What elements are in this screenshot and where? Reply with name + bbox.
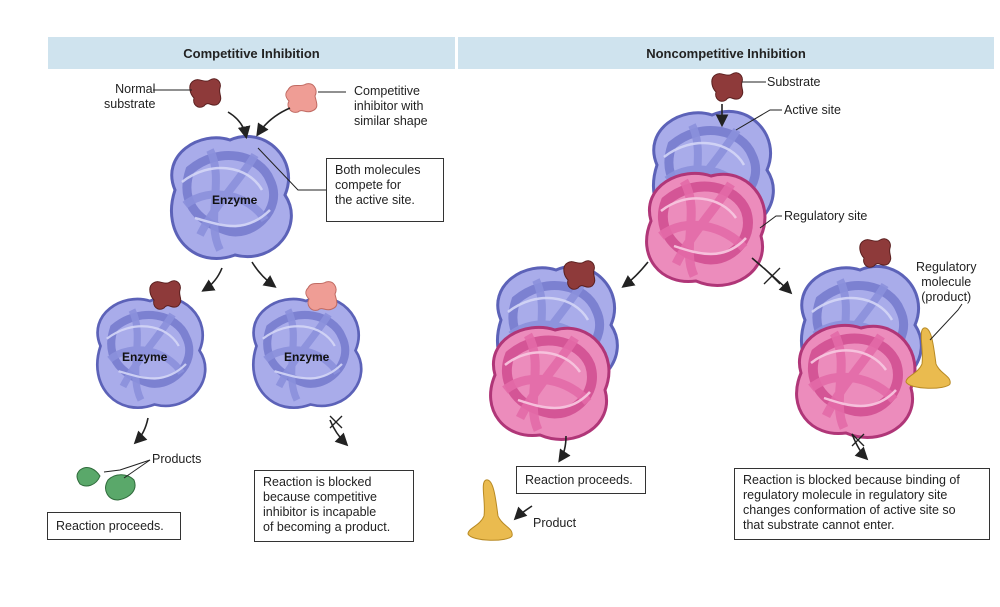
substrate-label: Substrate (767, 75, 821, 89)
normal-substrate-line-1: Normal (115, 82, 156, 96)
noncompetitive-blocked-line-1: Reaction is blocked because binding of (743, 473, 960, 487)
compete-box-line-3: the active site. (335, 193, 415, 207)
regulatory-molecule-label: Regulatory molecule (product) (916, 260, 976, 305)
regulatory-molecule-line-3: (product) (921, 290, 972, 304)
noncompetitive-blocked-box: Reaction is blocked because binding of r… (734, 468, 990, 540)
regulatory-site-label: Regulatory site (784, 209, 868, 223)
noncompetitive-reaction-proceeds-box: Reaction proceeds. (516, 466, 646, 494)
enzyme-label-main: Enzyme (212, 193, 258, 207)
active-site-label: Active site (784, 103, 841, 117)
noncompetitive-blocked-line-4: that substrate cannot enter. (743, 518, 895, 532)
competitive-blocked-line-2: because competitive (263, 490, 377, 504)
compete-box-line-1: Both molecules (335, 163, 421, 177)
regulatory-molecule-line-2: molecule (921, 275, 972, 289)
competitive-reaction-proceeds-box: Reaction proceeds. (47, 512, 181, 540)
compete-box: Both molecules compete for the active si… (326, 158, 444, 222)
competitive-blocked-line-1: Reaction is blocked (263, 475, 372, 489)
competitive-inhibitor-line-2: inhibitor with (354, 99, 424, 113)
competitive-inhibitor-label: Competitive inhibitor with similar shape (354, 84, 428, 129)
products-label: Products (152, 452, 202, 466)
normal-substrate-label: Normal substrate (104, 82, 155, 112)
competitive-inhibitor-line-3: similar shape (354, 114, 428, 128)
competitive-blocked-line-3: inhibitor is incapable (263, 505, 377, 519)
competitive-inhibition-header: Competitive Inhibition (48, 37, 455, 69)
normal-substrate-line-2: substrate (104, 97, 156, 111)
regulatory-molecule-line-1: Regulatory (916, 260, 977, 274)
competitive-inhibitor-line-1: Competitive (354, 84, 420, 98)
competitive-blocked-box: Reaction is blocked because competitive … (254, 470, 414, 542)
product-label: Product (533, 516, 577, 530)
noncompetitive-blocked-line-3: changes conformation of active site so (743, 503, 956, 517)
noncompetitive-inhibition-header: Noncompetitive Inhibition (458, 37, 994, 69)
enzyme-label-left: Enzyme (122, 350, 168, 364)
compete-box-line-2: compete for (335, 178, 402, 192)
competitive-blocked-line-4: of becoming a product. (263, 520, 391, 534)
enzyme-label-right: Enzyme (284, 350, 330, 364)
noncompetitive-blocked-line-2: regulatory molecule in regulatory site (743, 488, 948, 502)
